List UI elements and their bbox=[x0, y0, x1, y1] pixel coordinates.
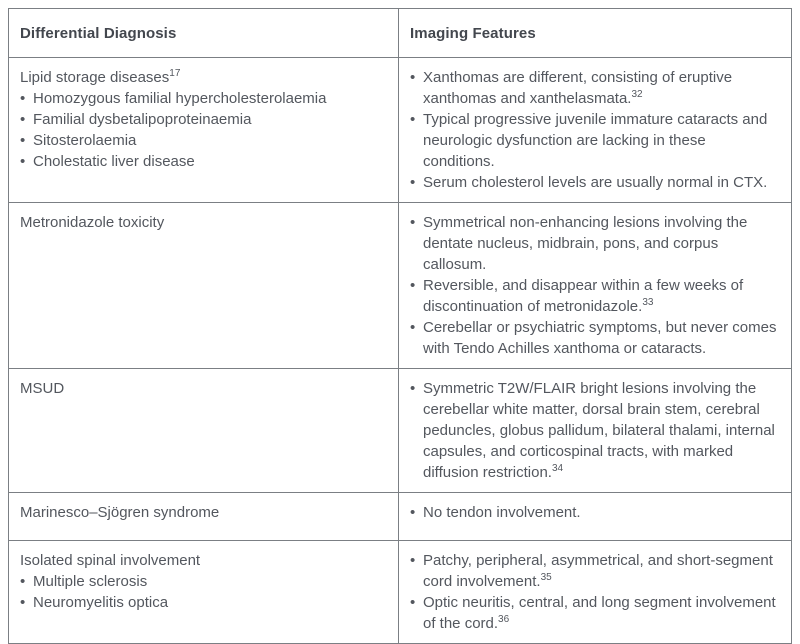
imaging-feature: Patchy, peripheral, asymmetrical, and sh… bbox=[423, 552, 773, 590]
list-item: • Sitosterolaemia bbox=[20, 130, 386, 151]
list-item: • Xanthomas are different, consisting of … bbox=[410, 67, 779, 109]
diagnosis-cell: MSUD bbox=[8, 368, 399, 493]
list-item: • Homozygous familial hypercholesterolaem… bbox=[20, 88, 386, 109]
list-item: • Typical progressive juvenile immature c… bbox=[410, 109, 779, 172]
table-row: Metronidazole toxicity • Symmetrical non-e… bbox=[8, 202, 792, 369]
bullet-dot-icon: • bbox=[410, 111, 416, 128]
list-item: • Familial dysbetalipoproteinaemia bbox=[20, 109, 386, 130]
bullet-dot-icon: • bbox=[410, 380, 416, 397]
table-row: Isolated spinal involvement•Multiple scl… bbox=[8, 540, 792, 644]
diagnosis-subtype: Homozygous familial hypercholesterolaemi… bbox=[33, 90, 327, 107]
table-row: MSUD • Symmetric T2W/FLAIR bright lesions … bbox=[8, 368, 792, 493]
bullet-dot-icon: • bbox=[20, 90, 26, 107]
diagnosis-title: MSUD bbox=[20, 380, 65, 397]
bullet-dot-icon: • bbox=[20, 132, 26, 149]
citation-ref: 17 bbox=[169, 68, 181, 79]
differential-diagnosis-table-wrap: Differential Diagnosis Imaging Features … bbox=[8, 8, 792, 644]
bullet-dot-icon: • bbox=[20, 111, 26, 128]
citation-ref: 33 bbox=[642, 297, 654, 308]
bullet-dot-icon: • bbox=[410, 319, 416, 336]
features-cell: • Patchy, peripheral, asymmetrical, and s… bbox=[398, 540, 792, 644]
column-header-differential-diagnosis: Differential Diagnosis bbox=[8, 8, 399, 58]
bullet-dot-icon: • bbox=[410, 69, 416, 86]
list-item: •Patchy, peripheral, asymmetrical, and s… bbox=[410, 550, 779, 592]
list-item: • Cholestatic liver disease bbox=[20, 151, 386, 172]
diagnosis-subtype: Cholestatic liver disease bbox=[33, 153, 195, 170]
diagnosis-subtype: Sitosterolaemia bbox=[33, 132, 137, 149]
diagnosis-title: Marinesco–Sjögren syndrome bbox=[20, 504, 220, 521]
list-item: • Reversible, and disappear within a few … bbox=[410, 275, 779, 317]
imaging-feature: Xanthomas are different, consisting of e… bbox=[423, 69, 733, 107]
bullet-dot-icon: • bbox=[410, 174, 416, 191]
column-header-imaging-features: Imaging Features bbox=[398, 8, 792, 58]
bullet-dot-icon: • bbox=[20, 573, 26, 590]
imaging-feature: Reversible, and disappear within a few w… bbox=[423, 277, 744, 315]
differential-diagnosis-table: Differential Diagnosis Imaging Features … bbox=[8, 8, 792, 644]
list-item: • Multiple sclerosis bbox=[20, 571, 386, 592]
bullet-dot-icon: • bbox=[410, 594, 416, 611]
imaging-feature: Serum cholesterol levels are usually nor… bbox=[423, 174, 768, 191]
list-item: • Symmetrical non-enhancing lesions invol… bbox=[410, 212, 779, 275]
table-row: Lipid storage diseases17 • Homozygous fami… bbox=[8, 57, 792, 203]
features-cell: • Symmetrical non-enhancing lesions invol… bbox=[398, 202, 792, 369]
list-item: • Cerebellar or psychiatric symptoms, but… bbox=[410, 317, 779, 359]
bullet-dot-icon: • bbox=[410, 504, 416, 521]
table-body: Lipid storage diseases17 • Homozygous fami… bbox=[8, 57, 792, 644]
citation-ref: 32 bbox=[631, 89, 643, 100]
citation-ref: 35 bbox=[540, 572, 552, 583]
imaging-feature: No tendon involvement. bbox=[423, 504, 581, 521]
list-item: • Optic neuritis, central, and long segme… bbox=[410, 592, 779, 634]
imaging-feature: Typical progressive juvenile immature ca… bbox=[423, 111, 768, 170]
diagnosis-cell: Metronidazole toxicity bbox=[8, 202, 399, 369]
list-item: • Symmetric T2W/FLAIR bright lesions invo… bbox=[410, 378, 779, 483]
bullet-dot-icon: • bbox=[410, 214, 416, 231]
list-item: • Serum cholesterol levels are usually no… bbox=[410, 172, 779, 193]
imaging-feature: Symmetric T2W/FLAIR bright lesions invol… bbox=[423, 380, 775, 481]
diagnosis-cell: Isolated spinal involvement•Multiple scl… bbox=[8, 540, 399, 644]
features-cell: • Xanthomas are different, consisting of … bbox=[398, 57, 792, 203]
diagnosis-subtype: Familial dysbetalipoproteinaemia bbox=[33, 111, 252, 128]
diagnosis-title: Metronidazole toxicity bbox=[20, 214, 165, 231]
imaging-feature: Symmetrical non-enhancing lesions involv… bbox=[423, 214, 748, 273]
diagnosis-subtype: Multiple sclerosis bbox=[33, 573, 148, 590]
table-row: Marinesco–Sjögren syndrome • No tendon inv… bbox=[8, 492, 792, 541]
imaging-feature: Cerebellar or psychiatric symptoms, but … bbox=[423, 319, 777, 357]
list-item: • Neuromyelitis optica bbox=[20, 592, 386, 613]
list-item: • No tendon involvement. bbox=[410, 502, 779, 523]
imaging-feature: Optic neuritis, central, and long segmen… bbox=[423, 594, 776, 632]
diagnosis-subtype: Neuromyelitis optica bbox=[33, 594, 169, 611]
features-cell: • Symmetric T2W/FLAIR bright lesions invo… bbox=[398, 368, 792, 493]
bullet-dot-icon: • bbox=[20, 594, 26, 611]
diagnosis-cell: Marinesco–Sjögren syndrome bbox=[8, 492, 399, 541]
bullet-dot-icon: • bbox=[410, 277, 416, 294]
diagnosis-title: Lipid storage diseases17 bbox=[20, 68, 181, 87]
features-cell: • No tendon involvement. bbox=[398, 492, 792, 541]
diagnosis-cell: Lipid storage diseases17 • Homozygous fami… bbox=[8, 57, 399, 203]
header-row: Differential Diagnosis Imaging Features bbox=[8, 8, 792, 58]
bullet-dot-icon: • bbox=[20, 153, 26, 170]
citation-ref: 34 bbox=[551, 463, 564, 474]
citation-ref: 36 bbox=[498, 614, 510, 625]
